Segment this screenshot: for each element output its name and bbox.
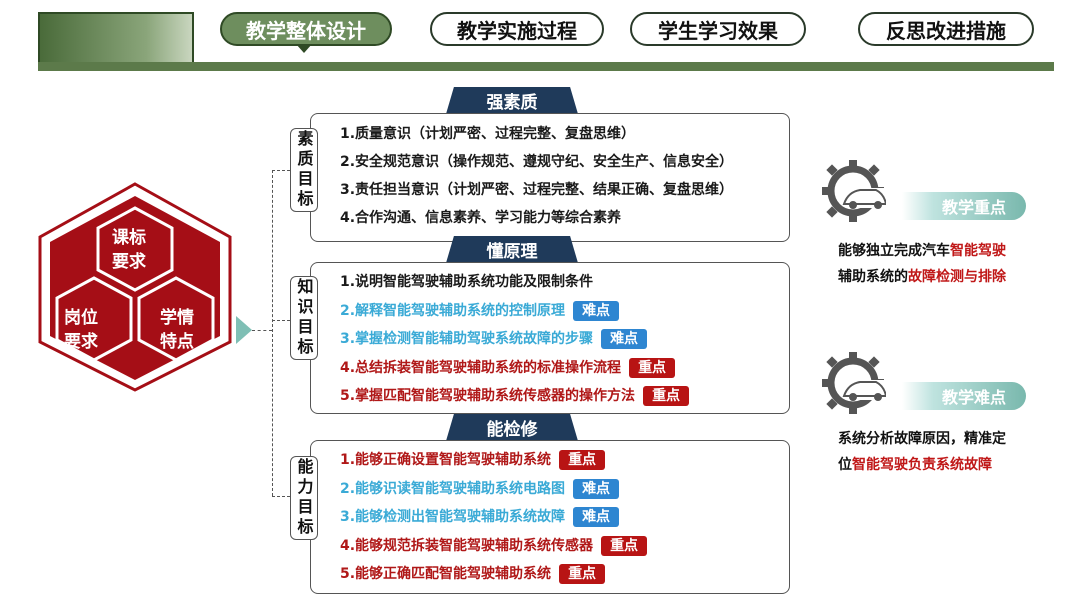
header-divider <box>38 62 1054 71</box>
connector-quality <box>272 170 290 171</box>
connector-main <box>252 330 272 331</box>
key-point-badge: 重点 <box>559 450 606 471</box>
tab-implementation[interactable]: 教学实施过程 <box>430 12 604 46</box>
section-tab-quality: 强素质 <box>446 87 578 114</box>
key-point-badge: 重点 <box>629 357 676 378</box>
hex-left-label: 岗位要求 <box>64 308 98 352</box>
gear-car-icon-2 <box>822 352 886 414</box>
hex-left <box>55 276 133 362</box>
goal-item: 1.能够正确设置智能驾驶辅助系统重点 <box>340 446 647 475</box>
tab-overall-design[interactable]: 教学整体设计 <box>220 12 392 46</box>
goal-item-text: 5.掌握匹配智能驾驶辅助系统传感器的操作方法 <box>340 388 636 405</box>
difficult-point-text: 系统分析故障原因，精准定 位智能驾驶负责系统故障 <box>838 431 1006 473</box>
goal-item-text: 3.能够检测出智能驾驶辅助系统故障 <box>340 509 566 526</box>
tab-reflection[interactable]: 反思改进措施 <box>858 12 1034 46</box>
goal-item: 3.掌握检测智能辅助驾驶系统故障的步骤难点 <box>340 325 689 354</box>
goal-item-text: 4.合作沟通、信息素养、学习能力等综合素养 <box>340 210 622 226</box>
section-tab-principle: 懂原理 <box>446 236 578 263</box>
header-logo-block <box>38 12 194 68</box>
goal-item: 2.解释智能驾驶辅助系统的控制原理难点 <box>340 297 689 326</box>
goal-item-text: 4.能够规范拆装智能驾驶辅助系统传感器 <box>340 537 594 554</box>
hex-right-label: 学情特点 <box>160 308 194 352</box>
key-point-badge: 重点 <box>559 564 606 585</box>
connector-ability <box>272 496 290 497</box>
goal-item-text: 2.能够识读智能驾驶辅助系统电路图 <box>340 480 566 497</box>
hex-top-label: 课标要求 <box>112 228 146 272</box>
difficulty-badge: 难点 <box>573 478 620 499</box>
gear-car-icon <box>822 160 886 222</box>
key-point-pill: 教学重点 <box>902 192 1026 220</box>
goal-item: 2.能够识读智能驾驶辅助系统电路图难点 <box>340 475 647 504</box>
goal-item: 4.能够规范拆装智能驾驶辅助系统传感器重点 <box>340 532 648 561</box>
goal-item: 5.能够正确匹配智能驾驶辅助系统重点 <box>340 560 647 589</box>
goal-item: 5.掌握匹配智能驾驶辅助系统传感器的操作方法重点 <box>340 382 690 411</box>
difficulty-badge: 难点 <box>573 507 620 528</box>
active-tab-pointer <box>296 44 312 53</box>
difficult-point-pill: 教学难点 <box>902 382 1026 410</box>
goal-item: 3.责任担当意识（计划严密、过程完整、结果正确、复盘思维） <box>340 176 733 204</box>
goal-item: 4.总结拆装智能驾驶辅助系统的标准操作流程重点 <box>340 354 689 383</box>
goal-item: 1.说明智能驾驶辅助系统功能及限制条件 <box>340 268 689 297</box>
goal-item-text: 3.掌握检测智能辅助驾驶系统故障的步骤 <box>340 331 594 348</box>
key-point-text: 能够独立完成汽车智能驾驶 辅助系统的故障检测与排除 <box>838 243 1006 285</box>
section-quality-goals <box>310 113 790 242</box>
goal-item: 1.质量意识（计划严密、过程完整、复盘思维） <box>340 120 733 148</box>
goal-item-text: 5.能够正确匹配智能驾驶辅助系统 <box>340 566 552 583</box>
goal-item: 2.安全规范意识（操作规范、遵规守纪、安全生产、信息安全） <box>340 148 733 176</box>
label-ability-goals: 能力目标 <box>290 456 318 540</box>
goal-item: 4.合作沟通、信息素养、学习能力等综合素养 <box>340 204 733 232</box>
goal-item-text: 3.责任担当意识（计划严密、过程完整、结果正确、复盘思维） <box>340 182 734 198</box>
quality-goal-list: 1.质量意识（计划严密、过程完整、复盘思维） 2.安全规范意识（操作规范、遵规守纪… <box>340 120 733 232</box>
hex-right <box>137 276 215 362</box>
difficulty-badge: 难点 <box>573 300 620 321</box>
section-knowledge-goals <box>310 262 790 414</box>
goal-item-text: 1.能够正确设置智能驾驶辅助系统 <box>340 452 552 469</box>
label-knowledge-goals: 知识目标 <box>290 276 318 360</box>
difficulty-badge: 难点 <box>601 329 648 350</box>
section-tab-repair: 能检修 <box>446 414 578 441</box>
connector-trunk <box>272 170 273 496</box>
label-quality-goals: 素质目标 <box>290 128 318 212</box>
hex-top <box>96 206 174 292</box>
key-point-badge: 重点 <box>601 535 648 556</box>
goal-item-text: 4.总结拆装智能驾驶辅助系统的标准操作流程 <box>340 359 622 376</box>
hexagon-cluster <box>38 182 232 392</box>
tab-learning-effect[interactable]: 学生学习效果 <box>630 12 806 46</box>
goal-item-text: 1.质量意识（计划严密、过程完整、复盘思维） <box>340 126 636 142</box>
arrow-right-icon <box>236 316 252 344</box>
goal-item-text: 2.安全规范意识（操作规范、遵规守纪、安全生产、信息安全） <box>340 154 734 170</box>
key-point-badge: 重点 <box>643 386 690 407</box>
section-ability-goals <box>310 440 790 594</box>
goal-item-text: 2.解释智能驾驶辅助系统的控制原理 <box>340 302 566 319</box>
connector-knowledge <box>272 320 290 321</box>
goal-item: 3.能够检测出智能驾驶辅助系统故障难点 <box>340 503 647 532</box>
goal-item-text: 1.说明智能驾驶辅助系统功能及限制条件 <box>340 274 594 291</box>
